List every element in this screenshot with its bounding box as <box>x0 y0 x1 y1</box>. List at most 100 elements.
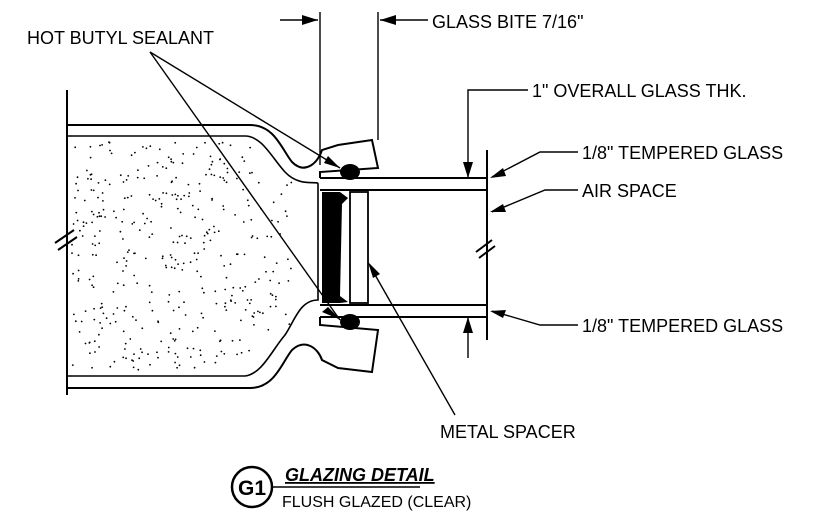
stipple-dot <box>177 194 179 197</box>
stipple-dot <box>280 193 283 196</box>
stipple-dot <box>242 221 245 223</box>
stipple-dot <box>182 153 185 155</box>
stipple-dot <box>147 353 149 355</box>
stipple-dot <box>162 192 165 194</box>
stipple-dot <box>77 269 80 272</box>
stipple-dot <box>74 320 77 323</box>
stipple-dot <box>215 302 218 305</box>
stipple-dot <box>191 204 194 207</box>
stipple-dot <box>84 310 87 312</box>
stipple-dot <box>77 189 79 192</box>
stipple-dot <box>229 144 232 147</box>
stipple-dot <box>99 322 101 324</box>
stipple-dot <box>161 257 164 260</box>
dim-arrow-bite-right <box>380 15 396 25</box>
stipple-dot <box>101 144 103 146</box>
stipple-dot <box>124 342 127 345</box>
stipple-dot <box>258 278 260 280</box>
stipple-dot <box>109 365 112 368</box>
label-hot-butyl-sealant: HOT BUTYL SEALANT <box>27 28 214 48</box>
stipple-dot <box>122 181 125 183</box>
dim-arrow-bite-left <box>302 15 318 25</box>
stipple-dot <box>170 227 172 229</box>
stipple-dot <box>94 351 96 353</box>
stipple-dot <box>132 366 135 369</box>
stipple-dot <box>284 313 287 316</box>
stipple-dot <box>256 237 259 240</box>
arrowhead-air-space <box>490 204 506 212</box>
stipple-dot <box>184 314 187 316</box>
stipple-dot <box>126 196 129 199</box>
stipple-dot <box>101 327 103 330</box>
stipple-dot <box>137 169 139 172</box>
stipple-dot <box>222 208 225 211</box>
stipple-dot <box>96 215 99 218</box>
stipple-dot <box>211 199 213 201</box>
stipple-dot <box>91 284 93 287</box>
stipple-dot <box>130 154 133 157</box>
stipple-dot <box>109 322 112 325</box>
stipple-dot <box>226 167 229 170</box>
stipple-dot <box>244 309 247 311</box>
stipple-dot <box>141 327 144 330</box>
arrowhead-spacer <box>368 262 380 278</box>
stipple-dot <box>254 281 257 283</box>
stipple-dot <box>72 223 75 225</box>
stipple-dot <box>176 241 179 244</box>
stipple-dot <box>98 333 100 336</box>
stipple-dot <box>72 272 74 275</box>
stipple-dot <box>112 291 115 293</box>
stipple-dot <box>177 263 180 265</box>
stipple-dot <box>192 347 195 350</box>
stipple-dot <box>196 326 199 329</box>
stipple-dot <box>174 141 177 144</box>
stipple-dot <box>123 309 126 312</box>
stipple-dot <box>271 219 273 222</box>
stipple-dot <box>113 210 115 213</box>
stipple-dot <box>88 278 91 281</box>
stipple-dot <box>188 195 190 198</box>
stipple-dot <box>132 360 135 362</box>
stipple-dot <box>139 348 142 350</box>
stipple-dot <box>275 305 277 308</box>
stipple-dot <box>151 309 154 312</box>
stipple-dot <box>208 168 211 171</box>
stipple-dot <box>91 243 94 245</box>
stipple-dot <box>102 312 105 315</box>
stipple-dot <box>225 181 228 184</box>
stipple-dot <box>125 179 128 181</box>
stipple-dot <box>71 243 73 246</box>
stipple-dot <box>176 356 179 358</box>
label-tempered-glass-bottom: 1/8" TEMPERED GLASS <box>582 316 783 336</box>
stipple-dot <box>253 312 256 314</box>
stipple-dot <box>239 287 242 289</box>
stipple-dot <box>138 229 141 232</box>
break-mark-right <box>475 239 496 259</box>
stipple-dot <box>290 181 293 184</box>
stipple-dot <box>174 338 177 341</box>
stipple-dot <box>199 190 202 193</box>
stipple-dot <box>142 212 145 215</box>
stipple-dot <box>160 202 163 205</box>
stipple-dot <box>154 199 157 202</box>
stipple-dot <box>83 199 86 202</box>
stipple-dot <box>178 306 180 309</box>
stipple-dot <box>231 339 234 342</box>
stipple-dot <box>172 161 175 164</box>
stipple-dot <box>116 282 119 285</box>
stipple-dot <box>271 294 274 297</box>
stipple-dot <box>99 307 102 309</box>
detail-title: GLAZING DETAIL <box>285 465 435 485</box>
stipple-dot <box>205 173 207 176</box>
stipple-dot <box>236 353 239 356</box>
stipple-dot <box>92 286 95 289</box>
stipple-dot <box>160 205 163 208</box>
dim-arrow-thk-top <box>463 162 473 178</box>
stipple-dot <box>202 316 205 319</box>
stipple-dot <box>91 210 93 213</box>
stipple-dot <box>189 237 192 240</box>
stipple-dot <box>176 366 179 369</box>
stipple-dot <box>137 368 140 371</box>
stipple-dot <box>251 235 254 237</box>
